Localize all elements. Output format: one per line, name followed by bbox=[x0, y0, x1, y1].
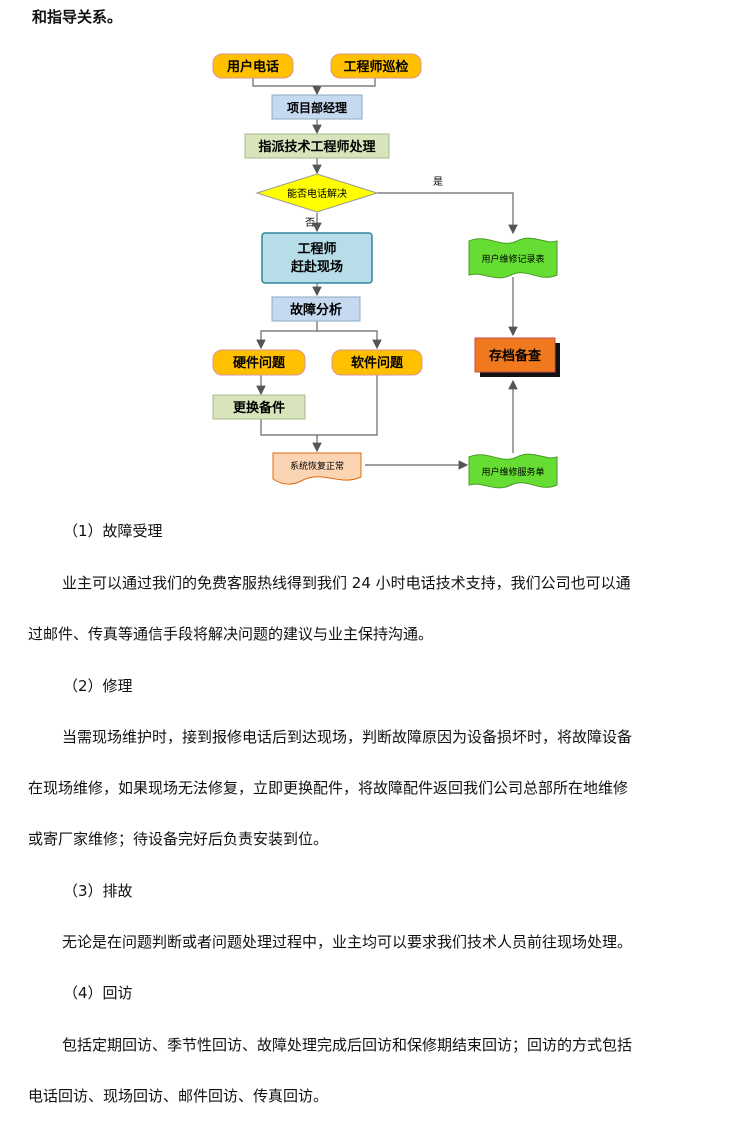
node-repair-record: 用户维修记录表 bbox=[468, 237, 558, 279]
section-4-paragraph-line-1: 包括定期回访、季节性回访、故障处理完成后回访和保修期结束回访；回访的方式包括 bbox=[62, 1036, 633, 1054]
intro-tail-text: 和指导关系。 bbox=[32, 8, 123, 26]
branch-yes-label: 是 bbox=[433, 176, 443, 188]
section-4-heading: （4）回访 bbox=[63, 984, 133, 1002]
node-engineer-patrol-label: 工程师巡检 bbox=[343, 59, 408, 75]
flowchart-connectors bbox=[252, 78, 518, 470]
node-hardware-issue: 硬件问题 bbox=[212, 349, 306, 376]
section-1-heading: （1）故障受理 bbox=[63, 522, 163, 540]
section-3-paragraph-line-1: 无论是在问题判断或者问题处理过程中，业主均可以要求我们技术人员前往现场处理。 bbox=[62, 933, 633, 951]
section-3-heading: （3）排故 bbox=[63, 882, 133, 900]
node-hardware-issue-label: 硬件问题 bbox=[233, 355, 286, 371]
node-project-manager-label: 项目部经理 bbox=[287, 100, 347, 115]
node-can-phone-solve-label: 能否电话解决 bbox=[287, 187, 347, 200]
section-2-paragraph-line-1: 当需现场维护时，接到报修电话后到达现场，判断故障原因为设备损坏时，将故障设备 bbox=[62, 728, 633, 746]
node-service-sheet: 用户维修服务单 bbox=[468, 453, 558, 489]
node-system-restored: 系统恢复正常 bbox=[272, 452, 362, 485]
node-replace-parts-label: 更换备件 bbox=[233, 400, 285, 416]
node-can-phone-solve: 能否电话解决 bbox=[255, 173, 379, 213]
section-2-paragraph-line-3: 或寄厂家维修；待设备完好后负责安装到位。 bbox=[28, 830, 329, 848]
node-system-restored-label: 系统恢复正常 bbox=[290, 460, 344, 472]
section-1-paragraph-line-1: 业主可以通过我们的免费客服热线得到我们 24 小时电话技术支持，我们公司也可以通 bbox=[62, 574, 631, 592]
node-software-issue-label: 软件问题 bbox=[351, 355, 404, 371]
node-replace-parts: 更换备件 bbox=[212, 394, 306, 420]
node-fault-analysis: 故障分析 bbox=[271, 296, 361, 322]
node-user-call: 用户电话 bbox=[212, 53, 294, 79]
node-software-issue: 软件问题 bbox=[331, 349, 423, 376]
node-project-manager: 项目部经理 bbox=[271, 94, 363, 120]
node-engineer-patrol: 工程师巡检 bbox=[330, 53, 422, 79]
node-user-call-label: 用户电话 bbox=[226, 59, 279, 75]
node-engineer-onsite-label-1: 工程师 bbox=[297, 241, 336, 257]
branch-no-label: 否 bbox=[305, 217, 315, 229]
node-fault-analysis-label: 故障分析 bbox=[290, 302, 342, 318]
node-assign-engineer-label: 指派技术工程师处理 bbox=[258, 139, 375, 155]
service-flowchart: 用户电话 工程师巡检 项目部经理 指派技术工程师处理 能否电话解决 是 否 工程… bbox=[212, 53, 560, 489]
node-assign-engineer: 指派技术工程师处理 bbox=[244, 133, 390, 159]
node-service-sheet-label: 用户维修服务单 bbox=[481, 466, 544, 478]
node-archive: 存档备查 bbox=[474, 337, 560, 377]
section-2-paragraph-line-2: 在现场维修，如果现场无法修复，立即更换配件，将故障配件返回我们公司总部所在地维修 bbox=[28, 779, 629, 797]
section-1-paragraph-line-2: 过邮件、传真等通信手段将解决问题的建议与业主保持沟通。 bbox=[28, 625, 434, 643]
node-engineer-onsite-label-2: 赶赴现场 bbox=[290, 259, 343, 275]
node-archive-label: 存档备查 bbox=[489, 348, 542, 364]
section-4-paragraph-line-2: 电话回访、现场回访、邮件回访、传真回访。 bbox=[28, 1087, 329, 1105]
section-2-heading: （2）修理 bbox=[63, 677, 133, 695]
node-repair-record-label: 用户维修记录表 bbox=[481, 253, 544, 265]
node-engineer-onsite: 工程师 赶赴现场 bbox=[261, 232, 373, 284]
